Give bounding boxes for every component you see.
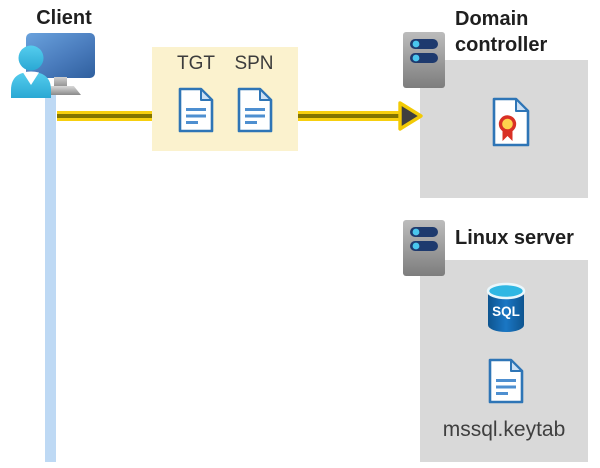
monitor-stand-base	[41, 86, 81, 95]
client-label: Client	[36, 7, 92, 29]
linux-server-icon	[403, 220, 445, 276]
keytab-filename-label: mssql.keytab	[442, 418, 566, 441]
sql-database-icon: SQL	[486, 282, 526, 332]
spn-label: SPN	[234, 53, 274, 74]
tgt-document-icon	[178, 87, 214, 133]
monitor-stand-neck	[54, 77, 67, 87]
linux-server-label: Linux server	[455, 227, 574, 249]
client-lifeline	[45, 94, 56, 462]
client-user-icon	[11, 45, 51, 98]
certificate-icon	[492, 97, 530, 147]
tgt-label: TGT	[177, 53, 215, 74]
sql-database-text: SQL	[492, 304, 520, 319]
keytab-document-icon	[488, 358, 524, 404]
spn-document-icon	[237, 87, 273, 133]
domain-controller-label: Domain controller	[455, 8, 548, 56]
ticket-box	[152, 47, 298, 151]
domain-controller-server-icon	[403, 32, 445, 88]
auth-arrow-right-icon	[398, 101, 423, 131]
